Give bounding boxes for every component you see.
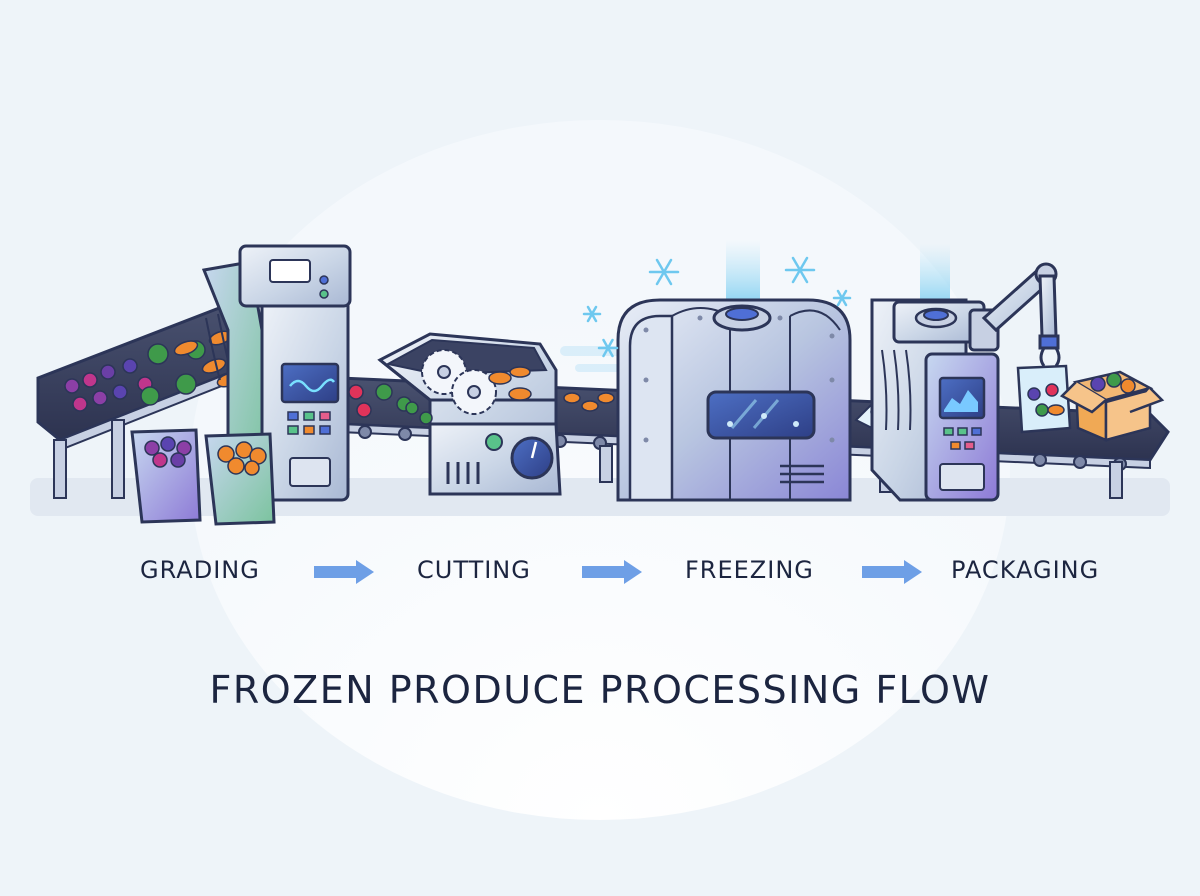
saw-blade-icon [421, 349, 497, 415]
freezing-tunnel [616, 240, 852, 502]
snowflake-icons [582, 256, 852, 358]
cutting-machine [377, 332, 562, 496]
snowflake-icon [648, 258, 680, 286]
collection-bin-berries [130, 428, 202, 524]
box-icon [1059, 370, 1165, 442]
screen-wave-icon [289, 378, 336, 393]
step-label-packaging: PACKAGING [951, 556, 1100, 584]
step-label-freezing: FREEZING [685, 556, 814, 584]
arrow-right-icon [582, 560, 642, 584]
snowflake-icon [582, 305, 602, 323]
bag-icon [1016, 364, 1072, 434]
packaging-machine [870, 244, 1000, 502]
graded-produce-on-belt [348, 383, 412, 418]
step-label-cutting: CUTTING [417, 556, 531, 584]
snowflake-icon [784, 256, 816, 284]
diagram-title: FROZEN PRODUCE PROCESSING FLOW [209, 668, 991, 712]
grading-machine [36, 244, 352, 526]
collection-bin-carrots [204, 432, 276, 526]
robotic-arm [968, 262, 1061, 367]
snowflake-icon [597, 338, 619, 358]
berries-on-belt [64, 358, 153, 412]
arrow-right-icon [314, 560, 374, 584]
snowflake-icon [832, 289, 852, 307]
step-label-grading: GRADING [140, 556, 260, 584]
arrow-right-icon [862, 560, 922, 584]
